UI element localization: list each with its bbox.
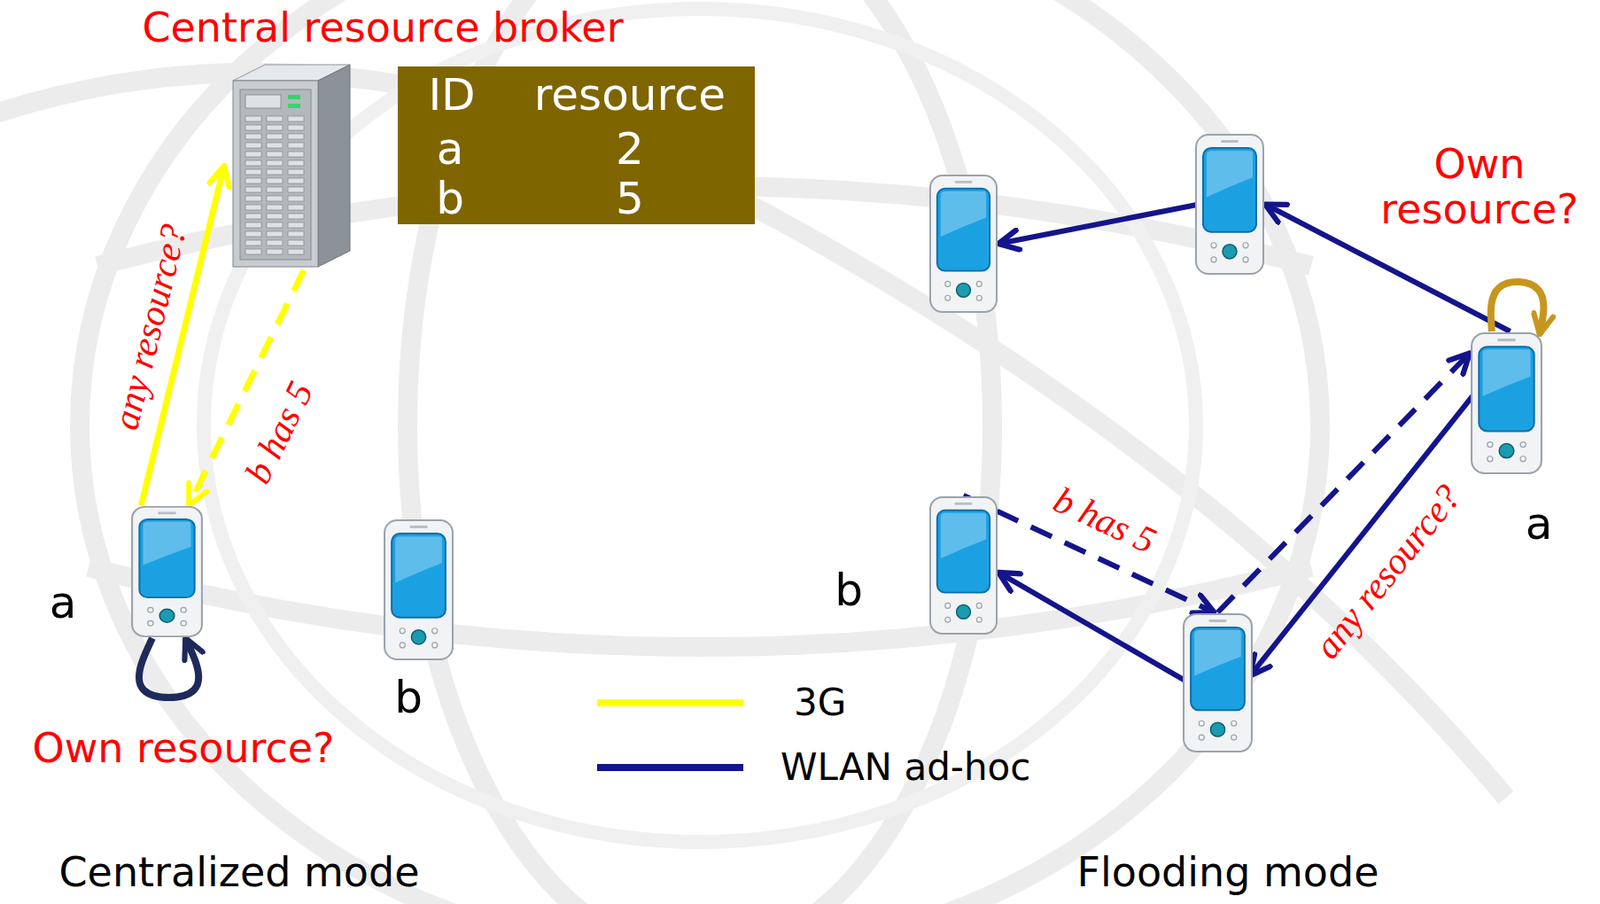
edge-label: any resource? — [105, 220, 195, 434]
server-drawing — [224, 61, 358, 271]
phone-icon: a — [1469, 331, 1544, 475]
edge-label: b has 5 — [1047, 478, 1163, 561]
phone-drawing — [1194, 132, 1266, 276]
table-cell: a — [436, 126, 465, 171]
edge-label: b has 5 — [236, 375, 321, 490]
table-cell: 5 — [615, 176, 645, 221]
phone-icon: b — [382, 518, 455, 661]
phone-icon: b — [928, 495, 999, 636]
legend-text: 3G — [793, 682, 847, 723]
node-title: Central resource broker — [141, 5, 623, 51]
mode-caption: Centralized mode — [59, 849, 420, 895]
edge-label: Own resource? — [32, 725, 335, 771]
table-cell: 2 — [615, 126, 645, 171]
node-label: a — [49, 578, 78, 628]
edge-label: any resource? — [1305, 476, 1468, 666]
phone-drawing — [928, 173, 999, 314]
resource-table: ID resource a 2 b 5 — [397, 66, 755, 225]
mode-caption: Flooding mode — [1077, 849, 1380, 895]
phone-drawing — [130, 504, 204, 638]
self-loop-arrow — [1491, 281, 1545, 334]
table-cell: b — [435, 176, 465, 221]
phone-icon: a — [130, 504, 204, 638]
legend-swatch — [597, 699, 744, 707]
wlan-link — [998, 572, 1189, 684]
phone-drawing — [382, 518, 455, 661]
node-label: b — [834, 566, 863, 615]
legend-text: WLAN ad-hoc — [780, 746, 1031, 788]
table-cell: resource — [534, 72, 726, 117]
node-label: b — [394, 673, 423, 723]
node-label: a — [1525, 499, 1554, 549]
phone-drawing — [928, 495, 999, 636]
legend-swatch — [597, 763, 744, 771]
phone-drawing — [1469, 331, 1544, 475]
table-cell: ID — [427, 72, 475, 117]
edge-label: Own resource? — [1364, 141, 1595, 232]
self-loop-arrow — [139, 637, 199, 698]
phone-icon — [1194, 132, 1266, 276]
phone-drawing — [1181, 612, 1254, 754]
server-icon: Central resource broker — [224, 61, 358, 271]
phone-icon — [1181, 612, 1254, 754]
wlan-link — [998, 204, 1200, 245]
phone-icon — [928, 173, 999, 314]
